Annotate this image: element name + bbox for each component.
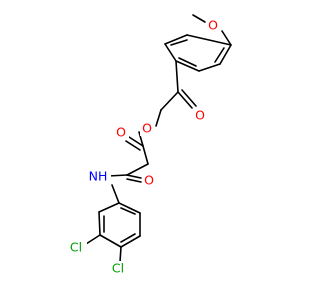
bond-ring1-a <box>219 44 232 65</box>
bond-ester-co-1 <box>128 136 144 147</box>
ester-carbonyl-oxygen-label: O <box>116 125 126 140</box>
bond-ring1-double-1 <box>214 47 225 63</box>
bond-ring-cl-2 <box>119 246 122 263</box>
bond-ring1-d <box>164 43 177 62</box>
bond-methyl-o <box>192 14 206 23</box>
bond-ring2-double-2 <box>120 233 136 243</box>
bond-ring2-a <box>98 202 120 213</box>
bond-amide-co-1 <box>126 174 142 179</box>
amide-oxygen-label: O <box>144 173 154 188</box>
bond-ketone-ch2 <box>160 91 179 111</box>
bond-ring2-b <box>98 211 101 236</box>
bond-ketone-o-2 <box>181 89 197 107</box>
methoxy-oxygen-label: O <box>208 18 218 33</box>
bond-ch2-ester-o <box>155 109 162 127</box>
ester-oxygen-label: O <box>142 121 152 136</box>
bond-ring1-double-3 <box>170 39 188 46</box>
bond-o-ring <box>221 30 232 46</box>
amide-nitrogen-label: NH <box>89 169 108 184</box>
bond-ring2-d <box>120 235 141 248</box>
atom-label-layer: O O O O O NH Cl Cl <box>65 18 220 276</box>
bond-ring2-c <box>99 234 122 248</box>
bond-ring1-double-2 <box>178 57 197 67</box>
molecule-structure-diagram: O O O O O NH Cl Cl <box>65 14 232 276</box>
chlorine-label-2: Cl <box>112 261 124 276</box>
bond-ring1-b <box>198 63 221 72</box>
bond-ester-o-c <box>138 131 144 147</box>
bond-ring1-c <box>175 60 200 72</box>
chlorine-label-1: Cl <box>70 240 82 255</box>
bond-ring1-e <box>164 34 188 45</box>
bond-layer <box>85 14 232 263</box>
bond-n-ring <box>111 184 120 204</box>
bond-ring2-f <box>118 202 141 214</box>
ketone-oxygen-label: O <box>195 108 205 123</box>
bond-amide-co-2 <box>126 178 142 183</box>
bond-ring-ketone-c <box>175 60 179 93</box>
bond-ring-cl-1 <box>85 234 101 245</box>
bond-chain-2 <box>126 163 149 176</box>
bond-ester-co-2 <box>125 140 141 151</box>
bond-amide-c-n <box>107 174 128 177</box>
bond-ring2-double-3 <box>120 207 136 215</box>
bond-ketone-o-1 <box>177 91 193 109</box>
bond-chain-1 <box>142 145 149 165</box>
bond-ring1-f <box>186 34 232 46</box>
